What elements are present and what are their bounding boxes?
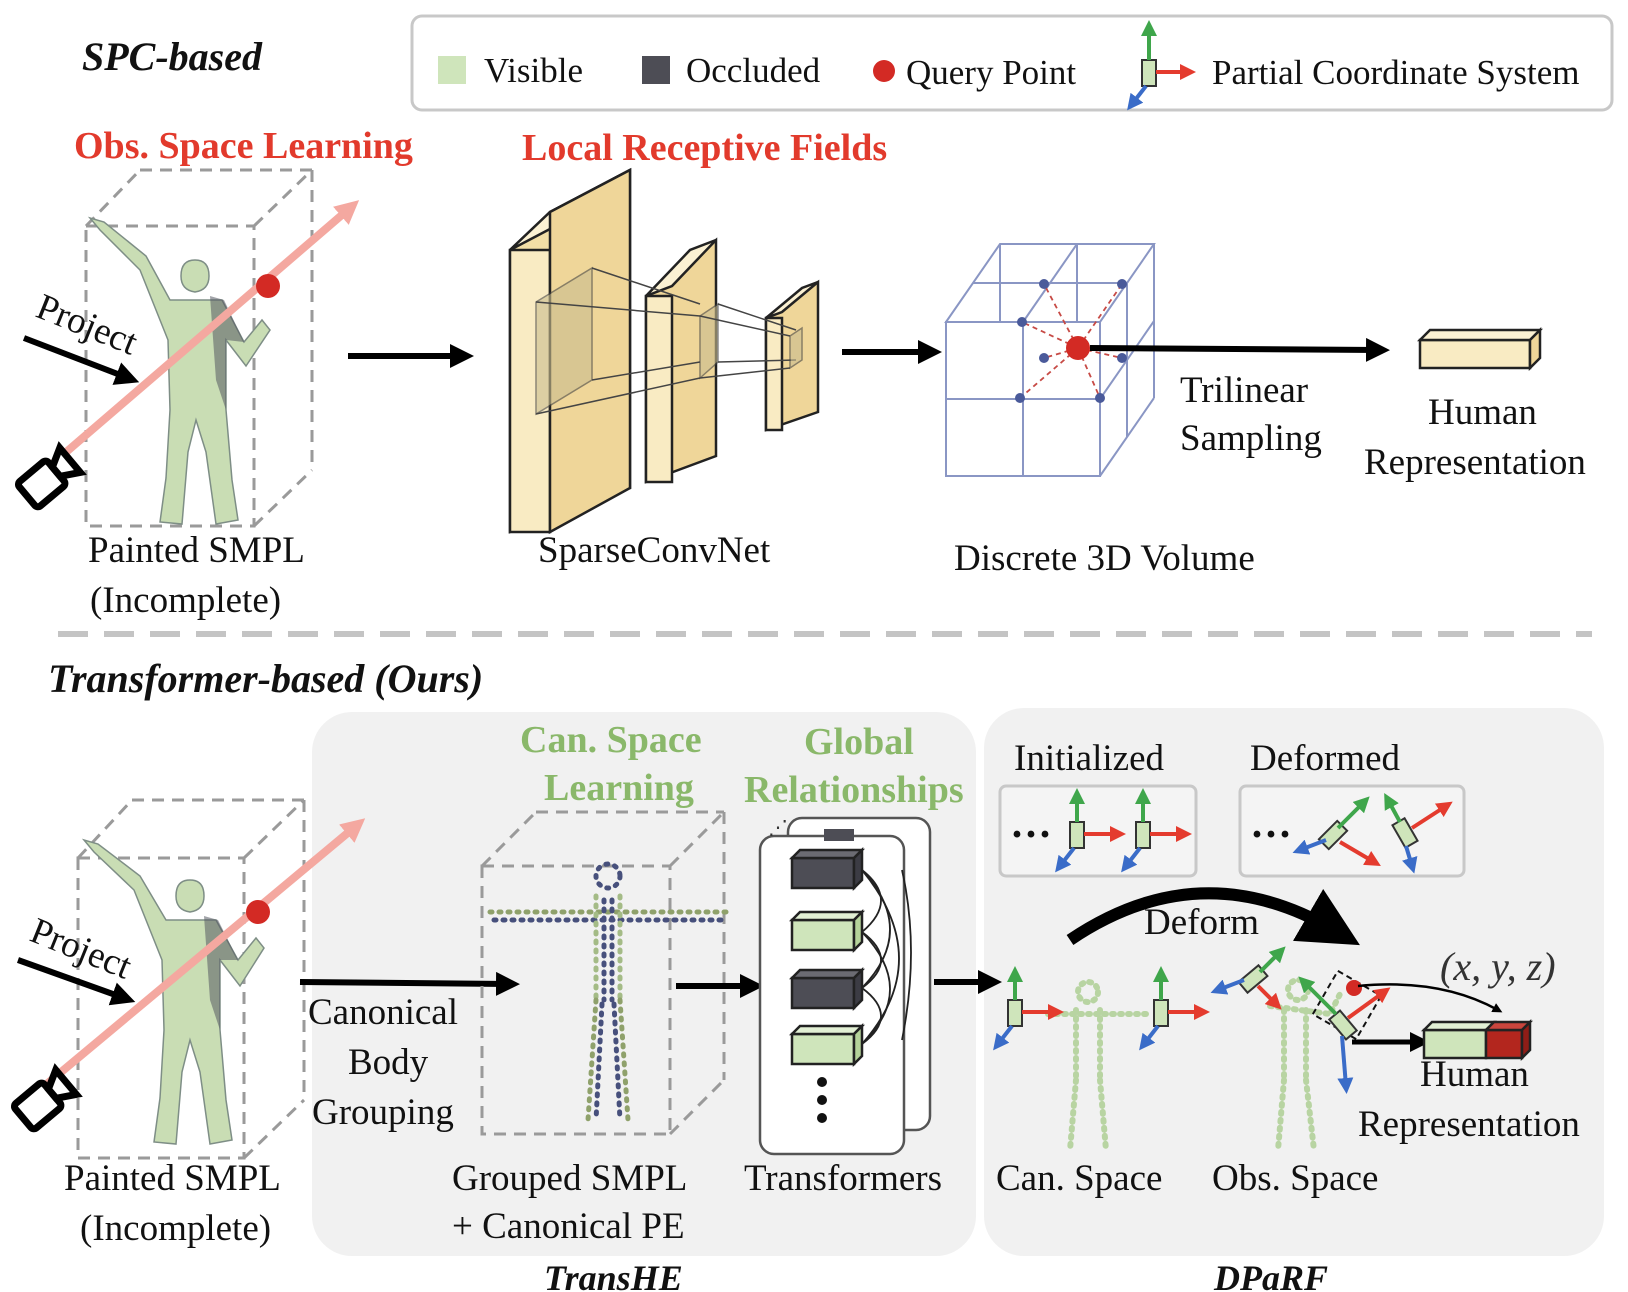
receptive-field-projections — [535, 266, 803, 416]
query-point-bottom — [246, 900, 270, 924]
grouped-smpl-figure — [487, 861, 731, 1123]
human-representation-feature — [1416, 326, 1544, 372]
local-receptive-fields-label: Local Receptive Fields — [522, 127, 887, 169]
relationships-label: Relationships — [744, 769, 964, 811]
observation-coordinate-system-icon — [1210, 946, 1286, 1010]
sampling-arrow — [1089, 337, 1390, 362]
svg-text:···: ··· — [1010, 812, 1052, 858]
sparseconvnet-label: SparseConvNet — [538, 530, 771, 571]
camera-ray — [33, 200, 360, 482]
dparf-label: DPaRF — [1213, 1258, 1328, 1292]
coordinate-system-icon — [1127, 20, 1196, 111]
human-label-bottom: Human — [1420, 1054, 1529, 1095]
deformed-label: Deformed — [1250, 738, 1400, 779]
trilinear-label: Trilinear — [1180, 370, 1308, 411]
project-arrow — [22, 335, 140, 385]
initialized-coordinate-system-icon — [1121, 788, 1192, 873]
bottom-heading: Transformer-based (Ours) — [48, 656, 483, 701]
token-occluded — [788, 846, 866, 892]
canonical-label: Canonical — [308, 992, 458, 1033]
svg-text:⋰: ⋰ — [768, 817, 788, 839]
visible-swatch — [438, 56, 466, 84]
discrete-3d-volume — [944, 243, 1156, 477]
grouped-smpl-label: Grouped SMPL — [452, 1158, 687, 1199]
canonical-space-figure — [1045, 979, 1151, 1153]
human-representation-label-bottom: Representation — [1358, 1104, 1580, 1145]
legend-partial-coordinate-system: Partial Coordinate System — [1212, 53, 1579, 92]
query-point-swatch — [873, 60, 895, 82]
project-label-bottom: Project — [25, 910, 138, 988]
canonical-pe-label: + Canonical PE — [452, 1206, 685, 1247]
project-arrow-bottom — [16, 957, 136, 1006]
canonical-coordinate-system-icon — [993, 966, 1064, 1051]
can-space-caption: Can. Space — [996, 1158, 1162, 1199]
top-bounding-box — [84, 168, 314, 528]
obs-space-learning-label: Obs. Space Learning — [74, 125, 413, 167]
deformed-coordinate-system-icon — [1384, 792, 1453, 874]
observation-space-figure — [1267, 977, 1345, 1153]
token-occluded — [788, 966, 866, 1012]
transhe-label: TransHE — [544, 1258, 683, 1292]
xyz-arrow — [1357, 983, 1503, 1013]
top-heading: SPC-based — [82, 34, 263, 79]
global-label: Global — [804, 721, 914, 763]
deformed-box: ··· — [1238, 784, 1466, 878]
grouped-smpl-box — [480, 810, 726, 1136]
query-point — [256, 274, 280, 298]
body-label: Body — [348, 1042, 429, 1083]
sampling-label: Sampling — [1180, 418, 1322, 459]
transformers-label: Transformers — [744, 1158, 942, 1199]
painted-smpl-sublabel: (Incomplete) — [90, 580, 281, 621]
legend-occluded: Occluded — [686, 51, 821, 90]
legend-query-point: Query Point — [906, 53, 1076, 92]
token-visible — [788, 908, 866, 954]
painted-smpl-label: Painted SMPL — [88, 530, 305, 571]
initialized-label: Initialized — [1014, 738, 1164, 779]
learning-label: Learning — [544, 767, 694, 809]
painted-smpl-label-bottom: Painted SMPL — [64, 1158, 281, 1199]
attention-arcs — [861, 869, 912, 1045]
camera-ray-bottom — [27, 818, 366, 1102]
deform-label: Deform — [1144, 902, 1259, 943]
painted-smpl-sublabel-bottom: (Incomplete) — [80, 1208, 271, 1249]
token-visible — [788, 1022, 866, 1068]
svg-text:···: ··· — [1250, 812, 1292, 858]
camera-icon-bottom — [10, 1063, 83, 1133]
dparf-feature-vector — [1420, 1018, 1534, 1062]
trilinear-neighbors — [1015, 279, 1127, 403]
grouping-label: Grouping — [312, 1092, 454, 1133]
camera-icon — [14, 441, 87, 511]
human-representation-label: Representation — [1364, 442, 1586, 483]
obs-space-caption: Obs. Space — [1212, 1158, 1378, 1199]
query-coordinate-system — [1298, 969, 1391, 1094]
legend-visible: Visible — [484, 51, 583, 90]
legend: Visible Occluded Query Point Partial Coo… — [410, 14, 1614, 112]
canonical-coordinate-system-icon — [1139, 966, 1210, 1051]
deform-arrow — [1066, 887, 1360, 946]
discrete-volume-label: Discrete 3D Volume — [954, 538, 1255, 579]
deformed-coordinate-system-icon — [1292, 796, 1381, 867]
arrow-to-grouped-smpl — [299, 971, 520, 996]
human-label: Human — [1428, 392, 1537, 433]
can-space-label: Can. Space — [520, 719, 702, 761]
token-ellipsis — [817, 1077, 827, 1123]
occluded-swatch — [642, 56, 670, 84]
initialized-coordinate-system-icon — [1055, 788, 1126, 873]
bottom-bounding-box — [76, 798, 306, 1160]
initialized-box: ··· — [998, 784, 1198, 878]
xyz-label: (x, y, z) — [1440, 944, 1556, 989]
